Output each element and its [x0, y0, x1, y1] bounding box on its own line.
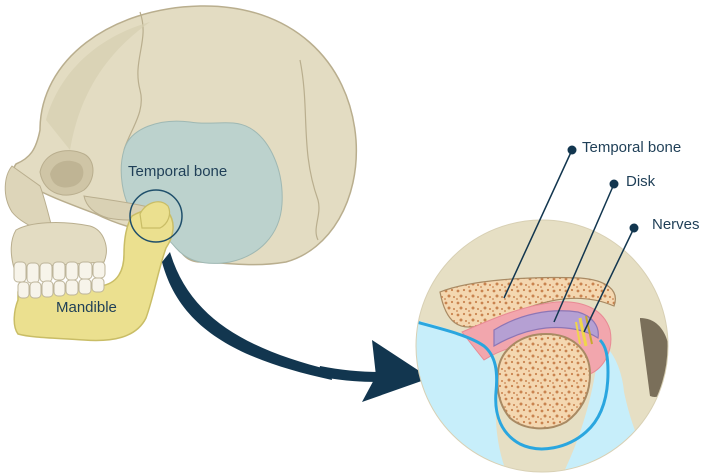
- zoom-circle-border: [415, 219, 669, 473]
- dot-disk: [609, 179, 619, 189]
- magnify-arrow: [162, 252, 430, 402]
- leader-disk: [553, 183, 615, 323]
- dot-nerves: [629, 223, 639, 233]
- maxilla: [10, 222, 107, 269]
- label-temporal-bone-callout: Temporal bone: [582, 139, 681, 156]
- callouts: Temporal bone Disk Nerves: [503, 139, 700, 333]
- mandible: [13, 208, 174, 342]
- arrow-shaft: [162, 252, 332, 380]
- lambdoid-suture: [299, 59, 320, 241]
- eye-socket-inner: [50, 160, 84, 188]
- label-temporal-bone-skull: Temporal bone: [128, 163, 227, 180]
- leader-nerves: [583, 227, 635, 333]
- dot-temporal-bone: [567, 145, 577, 155]
- label-disk: Disk: [626, 173, 656, 190]
- arrow-head: [362, 340, 430, 402]
- upper-teeth: [13, 261, 106, 284]
- label-mandible: Mandible: [56, 299, 117, 316]
- zoom-disk: [493, 310, 599, 348]
- zoom-nerves: [575, 315, 593, 347]
- zoom-dark-region: [640, 318, 668, 397]
- zoom-view: [416, 220, 668, 472]
- zoom-capsule-outline: [416, 320, 610, 451]
- label-nerves: Nerves: [652, 216, 700, 233]
- lower-teeth: [17, 277, 105, 299]
- coronal-suture: [123, 11, 144, 151]
- mandible-condyle: [139, 201, 171, 229]
- forehead-shade: [46, 22, 150, 150]
- arrow-neck: [318, 366, 380, 382]
- leader-temporal-bone: [503, 149, 573, 299]
- zoom-condyle: [496, 332, 592, 430]
- skull: Temporal bone Mandible: [4, 5, 358, 342]
- tmj-highlight-circle: [129, 189, 183, 243]
